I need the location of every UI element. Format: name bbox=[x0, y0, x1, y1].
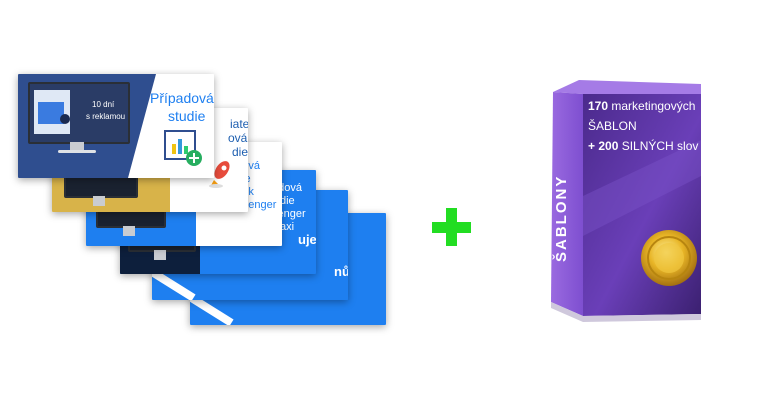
product-box bbox=[543, 76, 703, 322]
monitor-text-2: s reklamou bbox=[86, 112, 126, 121]
slide-card-2-line2: ová bbox=[228, 131, 248, 145]
slide-card-4-line4: axi bbox=[280, 221, 295, 233]
chart-icon bbox=[164, 130, 204, 168]
slide-card-2-line1: iate bbox=[230, 117, 248, 131]
slide-stack: nů adová die senger axi uje adová die bo… bbox=[18, 74, 386, 325]
monitor-text-1: 10 dní bbox=[92, 100, 115, 109]
box-text-line3: + 200 SILNÝCH slov bbox=[588, 139, 699, 153]
box-text-line1: 170 marketingových bbox=[588, 99, 696, 113]
box-text-line2: ŠABLON bbox=[588, 119, 637, 133]
slide-card-4-bold: uje bbox=[298, 232, 316, 247]
slide-card-4-line2: die bbox=[280, 195, 295, 207]
slide-card-front: 10 dní s reklamou Případová studie bbox=[18, 74, 214, 178]
slide-title-line2: studie bbox=[168, 108, 206, 124]
rocket-icon bbox=[208, 158, 234, 188]
box-vertical-label: ŠABLONY bbox=[553, 174, 570, 262]
slide-title-line1: Případová bbox=[150, 90, 214, 106]
slide-card-2-line3: die bbox=[232, 145, 248, 159]
slide-card-5-text: nů bbox=[334, 264, 348, 279]
